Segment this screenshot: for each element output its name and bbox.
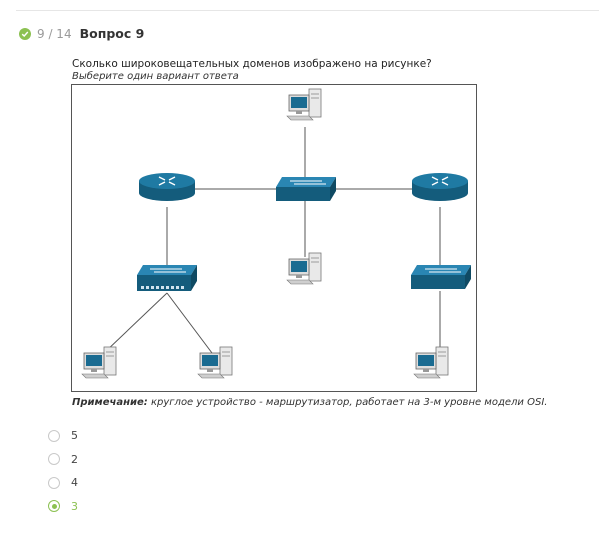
answer-label: 4 (71, 476, 78, 490)
question-title: Вопрос 9 (79, 26, 145, 41)
pc-bottom-left-1-icon (81, 346, 117, 379)
radio-button[interactable] (48, 429, 60, 442)
pc-bottom-left-2-icon (197, 346, 233, 379)
answer-option-3[interactable]: 3 (48, 495, 78, 519)
switch-center-icon (275, 176, 337, 202)
radio-button[interactable] (48, 476, 60, 489)
answer-option-5[interactable]: 5 (48, 424, 78, 448)
network-diagram (71, 84, 477, 392)
answered-check-icon (19, 27, 31, 40)
question-hint: Выберите один вариант ответа (72, 71, 239, 82)
answer-options: 5 2 4 3 (48, 424, 78, 518)
answer-label: 3 (71, 499, 78, 513)
router-left-icon (138, 172, 196, 202)
question-note: Примечание: круглое устройство - маршрут… (72, 397, 547, 408)
pc-center-icon (286, 252, 322, 285)
link-switch-left-pc2 (166, 292, 213, 354)
radio-button-selected[interactable] (48, 500, 60, 513)
answer-label: 2 (71, 452, 78, 466)
router-right-icon (411, 172, 469, 202)
pc-top-icon (286, 88, 322, 121)
switch-left-icon (137, 265, 197, 291)
note-text: круглое устройство - маршрутизатор, рабо… (147, 397, 548, 408)
note-label: Примечание: (72, 397, 148, 408)
question-counter: 9 / 14 (37, 26, 72, 41)
link-switch-left-pc1 (103, 292, 168, 354)
answer-label: 5 (71, 429, 78, 443)
question-text: Сколько широковещательных доменов изобра… (72, 58, 432, 70)
question-header: 9 / 14 Вопрос 9 (19, 26, 144, 41)
answer-option-4[interactable]: 4 (48, 471, 78, 495)
pc-bottom-right-icon (413, 346, 449, 379)
radio-button[interactable] (48, 453, 60, 466)
top-divider (16, 10, 599, 11)
switch-right-icon (410, 264, 472, 290)
answer-option-2[interactable]: 2 (48, 448, 78, 472)
